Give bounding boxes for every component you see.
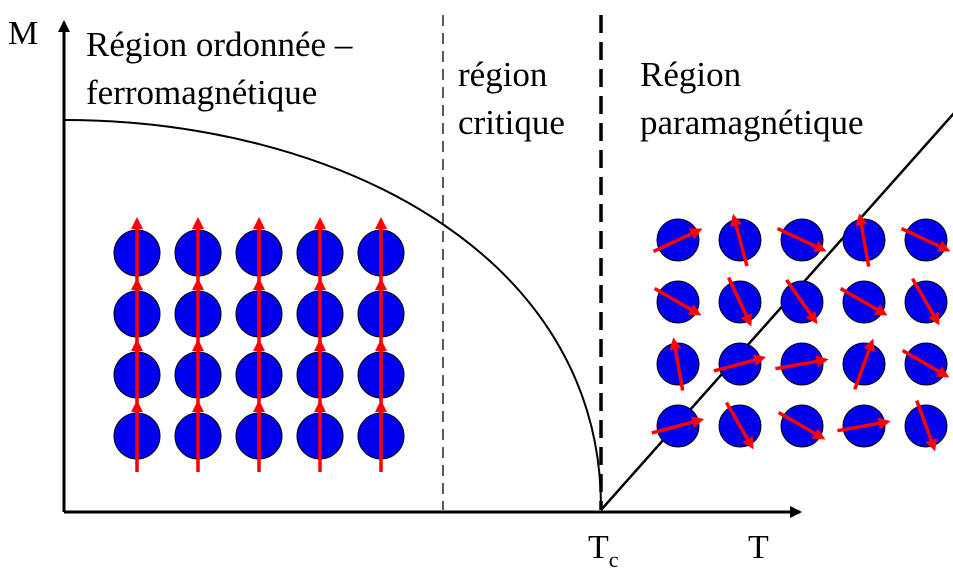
spin-arrowhead	[253, 217, 265, 229]
spin-arrowhead	[690, 416, 705, 428]
spin-arrow	[837, 420, 884, 433]
paramagnetic-region-label-line1: Région	[640, 55, 741, 94]
curie-temperature-label-main: T	[588, 529, 609, 566]
spin-arrow	[839, 286, 882, 314]
spin-arrowhead	[192, 400, 204, 412]
spin-arrowhead	[131, 217, 143, 229]
spin-arrowhead	[314, 339, 326, 351]
spin-arrowhead	[730, 213, 742, 228]
spin-arrowhead	[855, 213, 868, 227]
spin-arrowhead	[740, 313, 752, 327]
spin-arrow	[777, 410, 820, 438]
spin-arrowhead	[131, 278, 143, 290]
spin-arrowhead	[813, 240, 827, 252]
spin-arrow	[901, 348, 944, 376]
spin-arrowhead	[877, 417, 891, 430]
spin-arrowhead	[375, 217, 387, 229]
spin-arrowhead	[669, 337, 682, 351]
spin-arrowhead	[752, 354, 767, 366]
paramagnetic-spin-lattice	[651, 213, 951, 452]
ordered-region-label-line1: Région ordonnée –	[86, 25, 353, 64]
spin-arrowhead	[253, 278, 265, 290]
spin-arrowhead	[375, 400, 387, 412]
spin-arrow	[672, 344, 685, 391]
spin-arrow	[910, 277, 938, 320]
paramagnetic-region-label-line2: paramagnétique	[640, 103, 864, 142]
spin-arrowhead	[314, 400, 326, 412]
ordered-region-label-line2: ferromagnétique	[86, 73, 317, 112]
x-axis-label: T	[748, 529, 769, 566]
spin-arrowhead	[253, 339, 265, 351]
spin-arrowhead	[375, 278, 387, 290]
spin-arrow	[733, 221, 749, 267]
spin-arrowhead	[937, 240, 951, 252]
spin-arrow	[727, 276, 750, 320]
spin-arrow	[853, 345, 873, 390]
spin-arrowhead	[742, 435, 754, 450]
spin-arrowhead	[925, 438, 937, 452]
spin-arrow	[652, 230, 696, 253]
spin-arrow	[776, 227, 820, 250]
spin-arrowhead	[314, 278, 326, 290]
spin-arrowhead	[687, 304, 702, 316]
spin-arrowhead	[935, 366, 950, 378]
spin-arrowhead	[192, 278, 204, 290]
spin-arrowhead	[873, 304, 888, 316]
spin-arrow	[724, 401, 752, 444]
spin-arrow	[775, 358, 822, 371]
spin-arrowhead	[689, 228, 703, 240]
spin-arrowhead	[131, 400, 143, 412]
spin-arrow	[713, 357, 759, 373]
spin-arrowhead	[811, 428, 826, 440]
spin-arrowhead	[314, 217, 326, 229]
spin-arrowhead	[192, 339, 204, 351]
spin-arrowhead	[192, 217, 204, 229]
spin-arrowhead	[928, 311, 940, 326]
spin-arrowhead	[131, 339, 143, 351]
curie-temperature-label: Tc	[588, 529, 619, 572]
spin-arrowhead	[253, 400, 265, 412]
paramagnetic-line	[600, 112, 953, 511]
spin-arrow	[785, 278, 815, 319]
magnetization-curve	[63, 119, 602, 507]
spin-arrow	[858, 220, 871, 267]
spin-arrowhead	[863, 338, 875, 352]
spin-arrow	[653, 286, 696, 314]
spin-arrowhead	[805, 310, 818, 325]
spin-arrow	[651, 419, 697, 435]
spin-arrowhead	[375, 339, 387, 351]
ferromagnetic-spin-lattice	[113, 217, 405, 472]
spin-arrow	[915, 400, 935, 445]
y-axis-label: M	[8, 15, 38, 52]
critical-region-label-line1: région	[458, 55, 547, 94]
spin-arrowhead	[815, 355, 829, 368]
curie-temperature-label-subscript: c	[609, 547, 619, 572]
critical-region-label-line2: critique	[458, 103, 565, 142]
spin-arrow	[900, 227, 944, 250]
